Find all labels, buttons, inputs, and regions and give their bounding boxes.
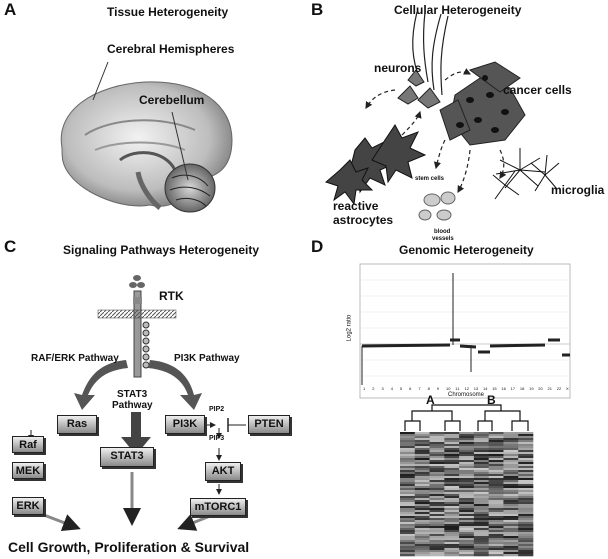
label-outcome: Cell Growth, Proliferation & Survival: [8, 539, 250, 555]
panel-d-letter: D: [311, 237, 324, 256]
label-reactive: reactive: [333, 199, 379, 213]
panel-d-title: Genomic Heterogeneity: [399, 243, 534, 257]
node-ras: Ras: [57, 415, 97, 434]
chromosome-tick-label: X: [566, 386, 569, 391]
label-microglia: microglia: [551, 183, 605, 197]
label-vessels: vessels: [432, 236, 454, 242]
chromosome-tick-label: 10: [446, 386, 451, 391]
panel-a-title: Tissue Heterogeneity: [107, 5, 229, 19]
chromosome-tick-label: 12: [464, 386, 469, 391]
chromosome-tick-label: 13: [473, 386, 479, 391]
panel-a-letter: A: [4, 0, 17, 19]
label-astrocytes: astrocytes: [333, 213, 394, 227]
chromosome-tick-label: 15: [492, 386, 497, 391]
chromosome-tick-label: 4: [390, 386, 393, 391]
node-akt: AKT: [205, 462, 241, 481]
chromosome-tick-label: 7: [418, 386, 421, 391]
chromosome-tick-label: 9: [436, 386, 440, 391]
cell-types-illustration: [325, 11, 560, 221]
label-pip2: PIP2: [209, 406, 225, 413]
cgh-ylabel: Log2 ratio: [346, 314, 353, 342]
chromosome-tick-label: 8: [427, 386, 430, 391]
chromosome-tick-label: 2: [372, 386, 375, 391]
label-cancer-cells: cancer cells: [503, 83, 572, 97]
node-raf: Raf: [12, 436, 44, 453]
chromosome-tick-label: 18: [519, 386, 525, 391]
node-mek: MEK: [12, 462, 44, 479]
panel-c-letter: C: [4, 237, 17, 256]
panel-b-title: Cellular Heterogeneity: [394, 3, 522, 17]
label-neurons: neurons: [374, 61, 422, 75]
label-blood: blood: [434, 229, 451, 235]
brain-illustration: [60, 61, 233, 213]
cluster-label-b: B: [487, 393, 496, 407]
chromosome-tick-label: 17: [510, 386, 516, 391]
cluster-label-a: A: [426, 393, 435, 407]
label-pi3k-pathway: PI3K Pathway: [174, 353, 240, 364]
panel-c-title: Signaling Pathways Heterogeneity: [63, 243, 260, 257]
chromosome-tick-label: 6: [409, 386, 412, 391]
heatmap: [400, 432, 534, 557]
chromosome-tick-label: 3: [381, 386, 384, 391]
label-cerebellum: Cerebellum: [139, 93, 205, 107]
chromosome-tick-label: 5: [399, 386, 403, 391]
panel-b-letter: B: [311, 0, 324, 19]
chromosome-tick-label: 14: [483, 386, 488, 391]
chromosome-tick-label: 20: [538, 386, 543, 391]
label-pip3: PIP3: [209, 435, 225, 442]
node-pi3k: PI3K: [165, 415, 205, 434]
node-mtorc1: mTORC1: [190, 498, 246, 516]
label-stem-cells: stem cells: [415, 176, 445, 182]
chromosome-tick-label: 11: [455, 386, 460, 391]
label-cerebral-hemispheres: Cerebral Hemispheres: [107, 42, 235, 56]
label-stat3-pathway-2: Pathway: [112, 400, 153, 411]
label-rtk: RTK: [159, 289, 184, 303]
chromosome-tick-label: 16: [501, 386, 506, 391]
node-pten: PTEN: [248, 415, 290, 434]
chromosome-tick-label: 1: [363, 386, 366, 391]
chromosome-tick-label: 19: [529, 386, 534, 391]
label-raf-erk-pathway: RAF/ERK Pathway: [31, 353, 119, 364]
cgh-xlabel: Chromosome: [448, 392, 485, 398]
chromosome-tick-label: 21: [547, 386, 552, 391]
chromosome-tick-label: 22: [556, 386, 562, 391]
node-stat3: STAT3: [100, 447, 154, 467]
node-erk: ERK: [12, 497, 44, 515]
label-stat3-pathway-1: STAT3: [117, 389, 148, 400]
